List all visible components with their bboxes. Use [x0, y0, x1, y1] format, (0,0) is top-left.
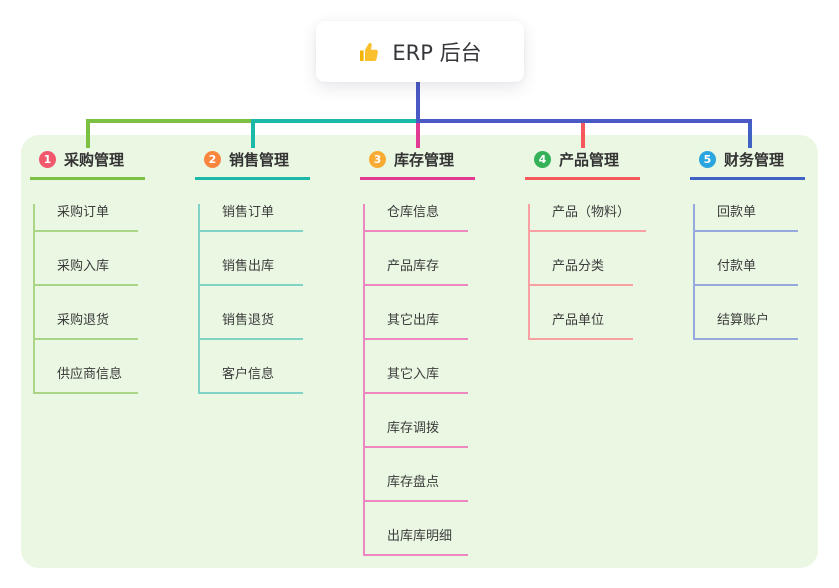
connector-root-line — [416, 82, 420, 120]
mindmap-node[interactable]: 其它出库 — [363, 312, 468, 340]
mindmap-node[interactable]: 销售出库 — [198, 258, 303, 286]
mindmap-node[interactable]: 采购入库 — [33, 258, 138, 286]
root-label: ERP 后台 — [392, 40, 482, 65]
mindmap-node[interactable]: 产品库存 — [363, 258, 468, 286]
mindmap-node[interactable]: 采购订单 — [33, 204, 138, 232]
mindmap-node[interactable]: 采购退货 — [33, 312, 138, 340]
mindmap-node[interactable]: 销售订单 — [198, 204, 303, 232]
connector-bus-blue — [416, 119, 752, 123]
branch-label: 销售管理 — [229, 151, 290, 169]
branch-header-inventory[interactable]: 3 库存管理 — [360, 146, 475, 180]
branch-purchase: 1 采购管理 采购订单 采购入库 采购退货 供应商信息 — [30, 146, 145, 394]
branch-number-badge: 1 — [39, 151, 56, 168]
branch-children: 回款单 付款单 结算账户 — [693, 204, 798, 340]
connector-bus-teal — [251, 119, 418, 123]
mindmap-node[interactable]: 销售退货 — [198, 312, 303, 340]
branch-children: 销售订单 销售出库 销售退货 客户信息 — [198, 204, 303, 394]
branch-finance: 5 财务管理 回款单 付款单 结算账户 — [690, 146, 805, 340]
mindmap-node[interactable]: 产品单位 — [528, 312, 633, 340]
branch-number-badge: 3 — [369, 151, 386, 168]
mindmap-node[interactable]: 付款单 — [693, 258, 798, 286]
branch-header-purchase[interactable]: 1 采购管理 — [30, 146, 145, 180]
branch-number-badge: 4 — [534, 151, 551, 168]
branch-children: 产品（物料） 产品分类 产品单位 — [528, 204, 647, 340]
mindmap-node[interactable]: 客户信息 — [198, 366, 303, 394]
branches-panel — [21, 135, 818, 568]
thumbs-up-icon — [358, 40, 382, 64]
mindmap-node[interactable]: 仓库信息 — [363, 204, 468, 232]
root-node[interactable]: ERP 后台 — [316, 21, 524, 82]
branch-inventory: 3 库存管理 仓库信息 产品库存 其它出库 其它入库 库存调拨 库存盘点 出库库… — [360, 146, 475, 556]
mindmap-node[interactable]: 产品（物料） — [528, 204, 647, 232]
branch-children: 仓库信息 产品库存 其它出库 其它入库 库存调拨 库存盘点 出库库明细 — [363, 204, 469, 556]
mindmap-node[interactable]: 出库库明细 — [363, 528, 469, 556]
mindmap-node[interactable]: 其它入库 — [363, 366, 468, 394]
branch-label: 财务管理 — [724, 151, 785, 169]
branch-sales: 2 销售管理 销售订单 销售出库 销售退货 客户信息 — [195, 146, 310, 394]
mindmap-node[interactable]: 结算账户 — [693, 312, 798, 340]
mindmap-node[interactable]: 库存调拨 — [363, 420, 468, 448]
connector-drop-sales — [251, 119, 255, 148]
branch-header-product[interactable]: 4 产品管理 — [525, 146, 640, 180]
mindmap-node[interactable]: 供应商信息 — [33, 366, 139, 394]
mindmap-node[interactable]: 产品分类 — [528, 258, 633, 286]
branch-label: 产品管理 — [559, 151, 620, 169]
connector-drop-product — [581, 119, 585, 148]
branch-label: 采购管理 — [64, 151, 125, 169]
connector-drop-inventory — [416, 119, 420, 148]
mindmap-node[interactable]: 库存盘点 — [363, 474, 468, 502]
branch-header-sales[interactable]: 2 销售管理 — [195, 146, 310, 180]
branch-number-badge: 2 — [204, 151, 221, 168]
branch-number-badge: 5 — [699, 151, 716, 168]
connector-bus-green — [86, 119, 255, 123]
branch-label: 库存管理 — [394, 151, 455, 169]
connector-drop-purchase — [86, 119, 90, 148]
branch-header-finance[interactable]: 5 财务管理 — [690, 146, 805, 180]
mindmap-node[interactable]: 回款单 — [693, 204, 798, 232]
branch-children: 采购订单 采购入库 采购退货 供应商信息 — [33, 204, 139, 394]
connector-drop-finance — [748, 119, 752, 148]
branch-product: 4 产品管理 产品（物料） 产品分类 产品单位 — [525, 146, 647, 340]
